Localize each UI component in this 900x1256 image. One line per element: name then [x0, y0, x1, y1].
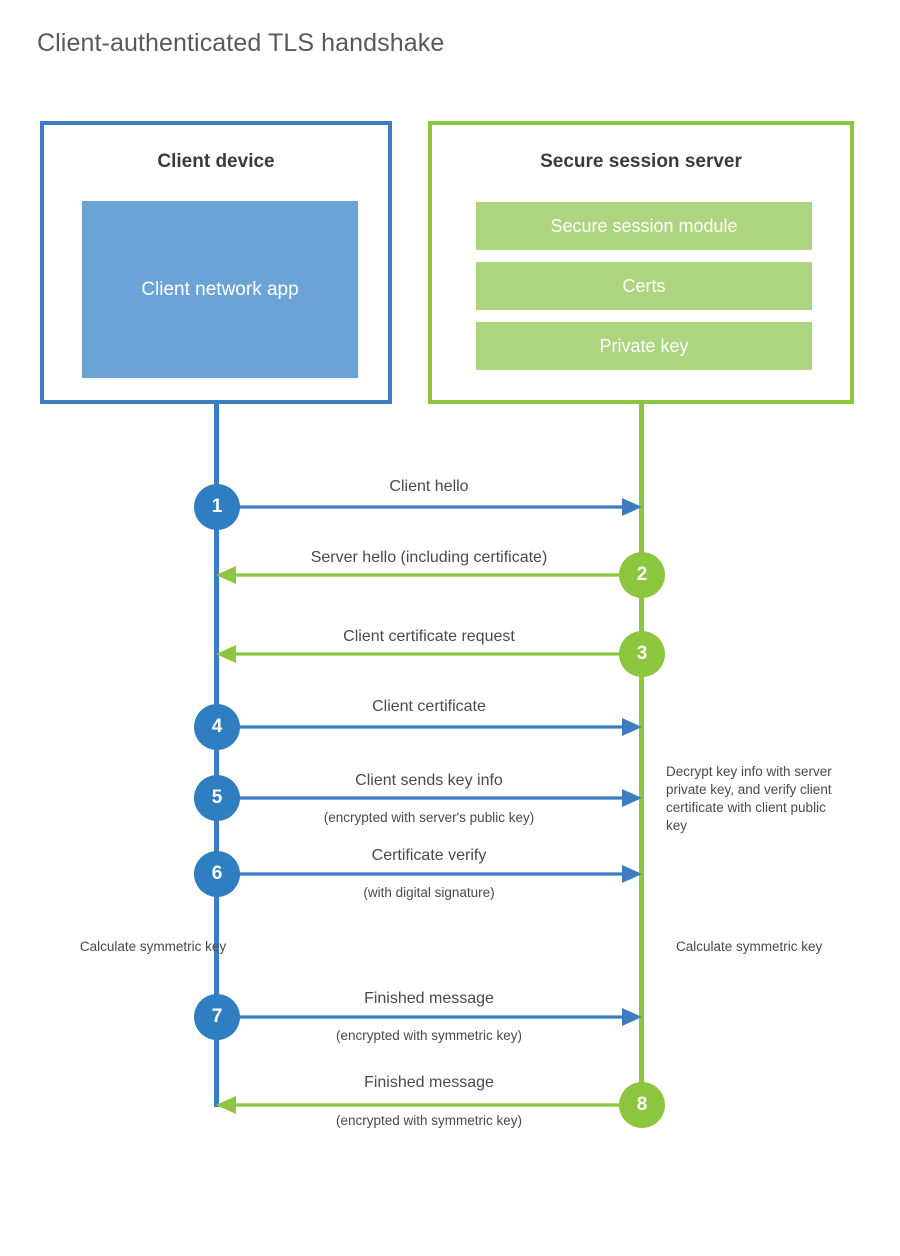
step-circle-7: 7 [194, 994, 240, 1040]
message-arrow-3 [214, 642, 644, 666]
secure-session-server-box: Secure session server Secure session mod… [428, 121, 854, 404]
message-label-4: Client certificate [372, 698, 486, 715]
message-label-6: Certificate verify [371, 847, 487, 864]
message-arrow-8 [214, 1093, 644, 1117]
server-component-private-key: Private key [476, 322, 812, 370]
step-circle-1: 1 [194, 484, 240, 530]
step-circle-5: 5 [194, 775, 240, 821]
client-lifeline [214, 404, 219, 1107]
message-label-8: Finished message [364, 1074, 494, 1091]
message-label-1: Client hello [389, 478, 469, 495]
message-label-5: Client sends key info [355, 772, 503, 789]
server-lifeline [639, 404, 644, 1105]
client-device-title: Client device [157, 151, 275, 172]
server-component-secure-session-module: Secure session module [476, 202, 812, 250]
server-component-certs: Certs [476, 262, 812, 310]
step-circle-8: 8 [619, 1082, 665, 1128]
step-circle-4: 4 [194, 704, 240, 750]
step-circle-6: 6 [194, 851, 240, 897]
message-sublabel-5: (encrypted with server's public key) [323, 810, 535, 825]
annotation-server-calculate-symmetric-key: Calculate symmetric key [676, 939, 823, 954]
page-title: Client-authenticated TLS handshake [37, 29, 445, 57]
message-arrow-4 [214, 715, 644, 739]
message-arrow-5 [214, 786, 644, 810]
message-arrow-7 [214, 1005, 644, 1029]
client-network-app-block: Client network app [82, 201, 358, 378]
message-label-7: Finished message [364, 990, 494, 1007]
step-circle-3: 3 [619, 631, 665, 677]
message-arrow-1 [214, 495, 644, 519]
message-sublabel-7: (encrypted with symmetric key) [335, 1028, 523, 1043]
message-arrow-6 [214, 862, 644, 886]
client-device-box: Client device Client network app [40, 121, 392, 404]
message-sublabel-8: (encrypted with symmetric key) [335, 1113, 523, 1128]
message-label-2: Server hello (including certificate) [310, 549, 548, 566]
message-label-3: Client certificate request [343, 628, 515, 645]
message-sublabel-6: (with digital signature) [363, 885, 495, 900]
step-circle-2: 2 [619, 552, 665, 598]
secure-session-server-title: Secure session server [540, 151, 742, 172]
annotation-client-calculate-symmetric-key: Calculate symmetric key [79, 939, 227, 954]
message-arrow-2 [214, 563, 644, 587]
annotation-server-decrypt: Decrypt key info with server private key… [666, 764, 832, 833]
